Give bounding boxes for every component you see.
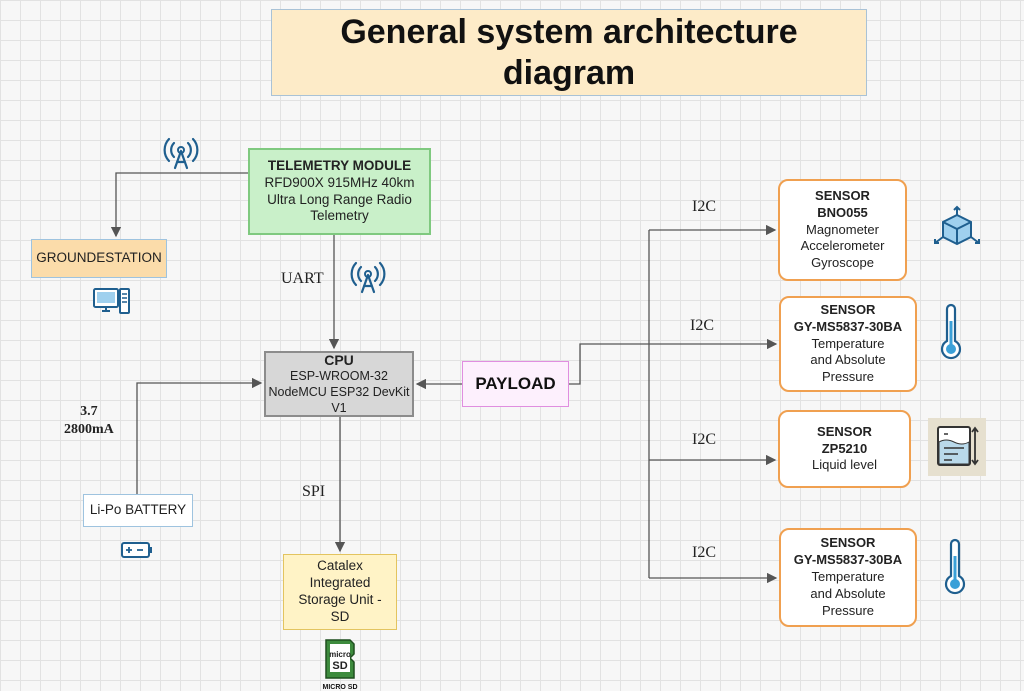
- svg-text:SD: SD: [332, 660, 347, 672]
- diagram-title: General system architecture diagram: [340, 12, 798, 92]
- sensor-model: BNO055: [817, 204, 868, 220]
- storage-line: SD: [330, 608, 350, 624]
- sensor-model: GY-MS5837-30BA: [793, 318, 903, 334]
- groundstation-label: GROUNDESTATION: [36, 250, 162, 266]
- battery-spec-label: 3.7 2800mA: [64, 403, 114, 438]
- battery-box: Li-Po BATTERY: [83, 494, 193, 527]
- wire-payload-bus: [569, 343, 649, 385]
- thermometer-icon: [940, 303, 962, 360]
- cube-axes-icon: [934, 205, 980, 246]
- telemetry-line: Telemetry: [310, 208, 369, 224]
- i2c-label-3: I2C: [692, 431, 716, 448]
- sensor-ms5837-box-2: SENSOR GY-MS5837-30BA Temperature and Ab…: [779, 528, 917, 627]
- sensor-header: SENSOR: [820, 535, 876, 551]
- payload-box: PAYLOAD: [462, 361, 569, 407]
- telemetry-line: RFD900X 915MHz 40km: [264, 174, 415, 190]
- cpu-header: CPU: [324, 351, 354, 368]
- sensor-model: ZP5210: [821, 440, 868, 456]
- sensor-zp5210-box: SENSOR ZP5210 Liquid level: [778, 410, 911, 488]
- cpu-line: ESP-WROOM-32: [290, 369, 388, 384]
- cpu-line: NodeMCU ESP32 DevKit: [268, 384, 410, 399]
- sensor-desc: Pressure: [821, 602, 875, 618]
- svg-text:micro: micro: [329, 650, 351, 659]
- sensor-desc: Pressure: [821, 369, 875, 385]
- storage-line: Catalex: [317, 558, 363, 574]
- thermometer-icon: [944, 538, 966, 595]
- telemetry-line: Ultra Long Range Radio: [267, 191, 412, 207]
- microsd-card-graphic: micro SD: [325, 639, 355, 679]
- sensor-desc: Gyroscope: [811, 255, 874, 271]
- diagram-title-box: General system architecture diagram: [271, 9, 867, 96]
- cpu-line: V1: [331, 400, 347, 415]
- microsd-caption: MICRO SD: [322, 684, 358, 691]
- sensor-desc: and Absolute: [810, 585, 886, 601]
- sensor-desc: Magnometer: [806, 221, 879, 237]
- sensor-ms5837-box: SENSOR GY-MS5837-30BA Temperature and Ab…: [779, 296, 917, 392]
- storage-line: Storage Unit -: [298, 592, 382, 607]
- microsd-icon: micro SD MICRO SD: [320, 638, 360, 691]
- sensor-bno055-box: SENSOR BNO055 Magnometer Accelerometer G…: [778, 179, 907, 281]
- i2c-label-4: I2C: [692, 544, 716, 561]
- i2c-label-1: I2C: [692, 198, 716, 215]
- sensor-desc: and Absolute: [810, 352, 886, 368]
- sensor-header: SENSOR: [817, 423, 872, 439]
- cpu-box: CPU ESP-WROOM-32 NodeMCU ESP32 DevKit V1: [264, 351, 414, 417]
- i2c-label-2: I2C: [690, 317, 714, 334]
- sensor-header: SENSOR: [815, 187, 870, 203]
- antenna-icon: [163, 137, 199, 170]
- uart-label: UART: [281, 270, 324, 287]
- sensor-header: SENSOR: [820, 301, 876, 317]
- wire-battery-cpu: [136, 377, 263, 494]
- sensor-desc: Temperature: [811, 335, 885, 351]
- battery-capacity: 2800mA: [64, 421, 114, 437]
- battery-label: Li-Po BATTERY: [89, 502, 187, 518]
- sensor-desc: Liquid level: [811, 457, 878, 473]
- battery-icon: [121, 542, 152, 558]
- liquid-level-icon: [928, 418, 986, 476]
- sensor-desc: Temperature: [811, 569, 885, 585]
- telemetry-module-box: TELEMETRY MODULE RFD900X 915MHz 40km Ult…: [248, 148, 431, 235]
- sensor-model: GY-MS5837-30BA: [793, 552, 903, 568]
- computer-icon: [93, 288, 130, 314]
- wire-telemetry-groundstation: [110, 172, 248, 238]
- groundstation-box: GROUNDESTATION: [31, 239, 167, 278]
- storage-line: Integrated: [309, 575, 371, 591]
- battery-voltage: 3.7: [80, 404, 98, 419]
- sensor-desc: Accelerometer: [800, 238, 885, 254]
- antenna-icon: [350, 261, 386, 294]
- payload-label: PAYLOAD: [475, 374, 556, 394]
- telemetry-header: TELEMETRY MODULE: [267, 157, 412, 173]
- storage-box: Catalex Integrated Storage Unit - SD: [283, 554, 397, 630]
- spi-label: SPI: [302, 483, 326, 500]
